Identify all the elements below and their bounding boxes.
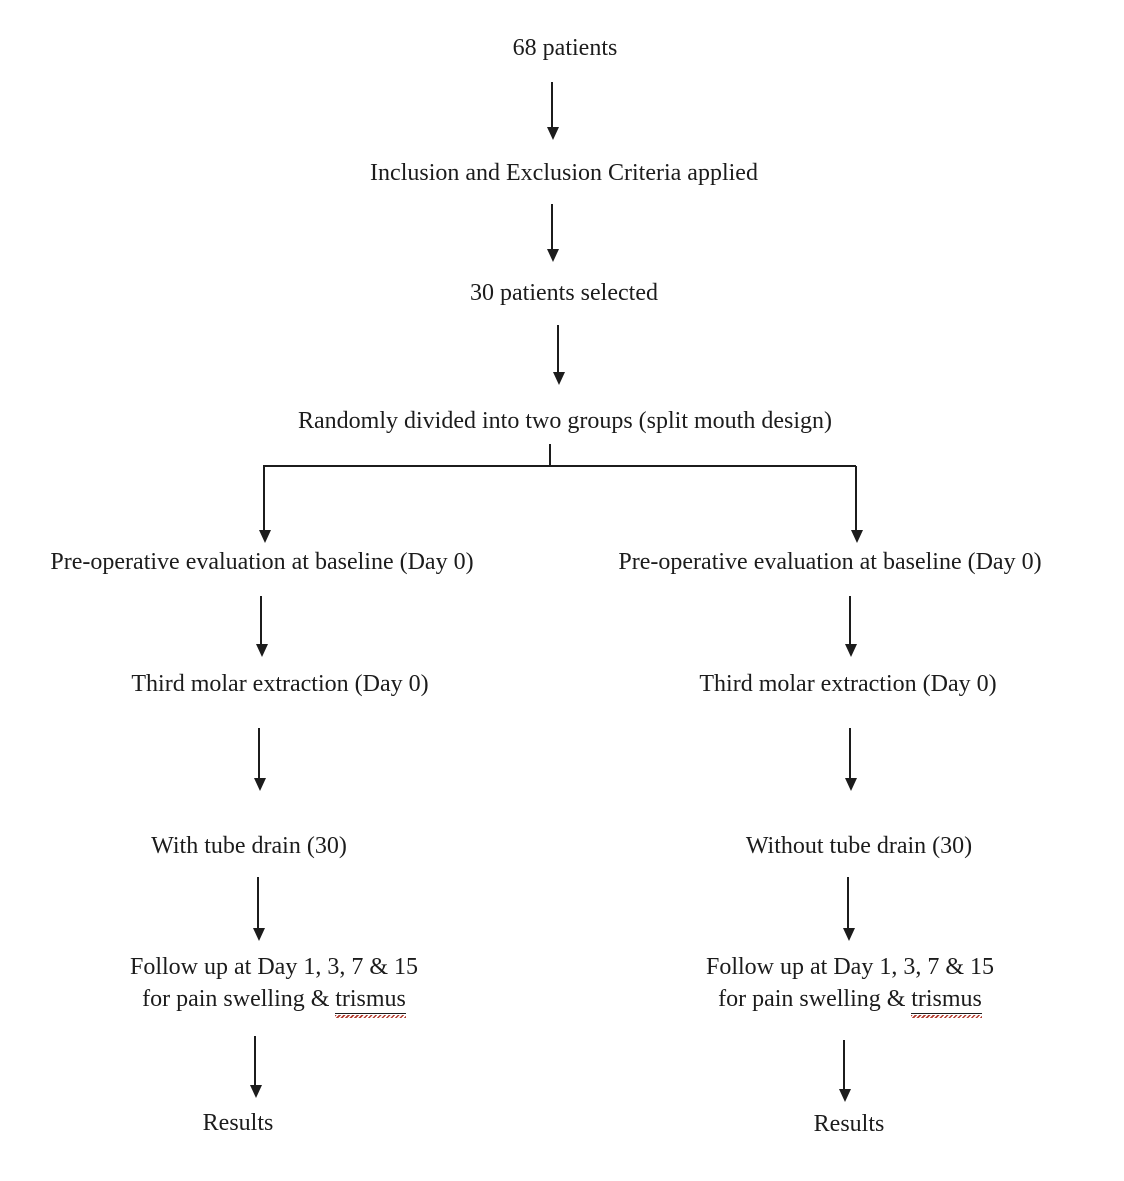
arrow-drain-to-followup-left-icon (253, 877, 265, 941)
node-results-right: Results (813, 1111, 885, 1137)
followup-line2-left: for pain swelling &trismus (130, 983, 418, 1015)
flagged-word-text-left: trismus (335, 986, 406, 1012)
node-patients-selected: 30 patients selected (470, 280, 658, 306)
node-preop-left: Pre-operative evaluation at baseline (Da… (50, 549, 474, 575)
node-drain-right: Without tube drain (30) (745, 833, 973, 859)
node-initial-patients: 68 patients (512, 35, 618, 61)
arrow-split-to-left-branch-icon (259, 466, 271, 543)
arrow-split-to-right-branch-icon (851, 466, 863, 543)
followup-line1-right: Follow up at Day 1, 3, 7 & 15 (706, 954, 994, 980)
node-criteria-applied: Inclusion and Exclusion Criteria applied (370, 160, 758, 186)
followup-line2-prefix-left: for pain swelling & (142, 986, 330, 1012)
node-results-left: Results (202, 1110, 274, 1136)
split-horizontal-line (263, 465, 856, 467)
split-stub-line (549, 444, 551, 465)
arrow-followup-to-results-right-icon (839, 1040, 851, 1102)
node-drain-left: With tube drain (30) (151, 833, 347, 859)
arrow-preop-to-extraction-right-icon (845, 596, 857, 657)
arrow-followup-to-results-left-icon (250, 1036, 262, 1098)
node-extraction-left: Third molar extraction (Day 0) (131, 671, 429, 697)
arrow-preop-to-extraction-left-icon (256, 596, 268, 657)
flagged-word-text-right: trismus (911, 986, 982, 1012)
arrow-selected-to-randomization-icon (553, 325, 565, 385)
node-preop-right: Pre-operative evaluation at baseline (Da… (618, 549, 1042, 575)
arrow-initial-to-criteria-icon (547, 82, 559, 140)
misspelled-word-left: trismus (335, 986, 406, 1014)
followup-line1-left: Follow up at Day 1, 3, 7 & 15 (130, 954, 418, 980)
node-followup-right: Follow up at Day 1, 3, 7 & 15 for pain s… (706, 951, 994, 1015)
node-followup-left: Follow up at Day 1, 3, 7 & 15 for pain s… (130, 951, 418, 1015)
misspelled-word-right: trismus (911, 986, 982, 1014)
arrow-extraction-to-drain-right-icon (845, 728, 857, 791)
followup-line2-right: for pain swelling &trismus (706, 983, 994, 1015)
arrow-criteria-to-selected-icon (547, 204, 559, 262)
arrow-extraction-to-drain-left-icon (254, 728, 266, 791)
node-randomization: Randomly divided into two groups (split … (298, 408, 832, 434)
followup-line2-prefix-right: for pain swelling & (718, 986, 906, 1012)
node-extraction-right: Third molar extraction (Day 0) (699, 671, 997, 697)
arrow-drain-to-followup-right-icon (843, 877, 855, 941)
